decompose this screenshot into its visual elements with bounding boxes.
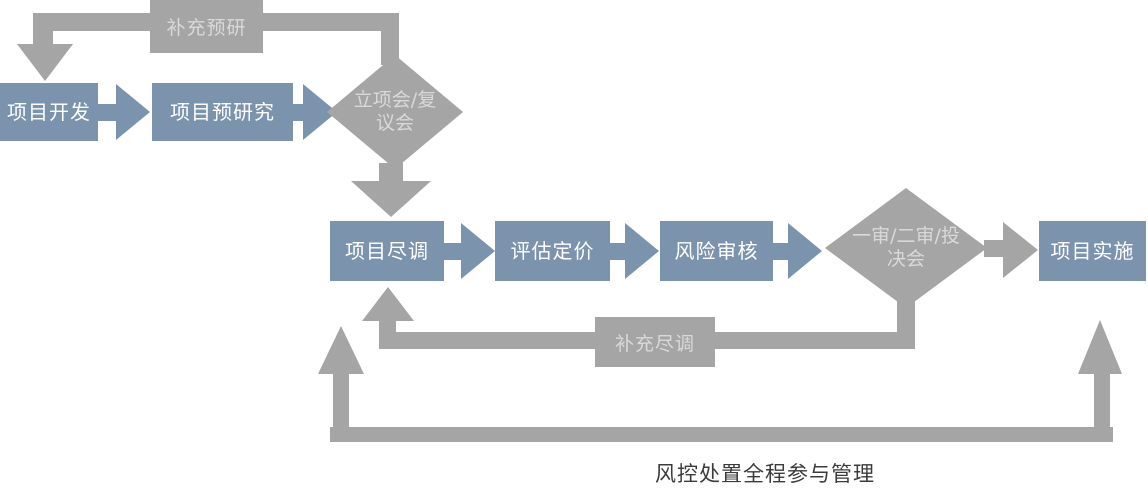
review-decision-meeting-node: 一审/二审/投 决会	[825, 188, 987, 308]
project-due-diligence-label: 项目尽调	[345, 239, 429, 263]
initiation-meeting-label-line2: 议会	[375, 112, 414, 134]
arrow-risk-to-decision-head-icon	[788, 223, 822, 279]
initiation-meeting-decision-node: 立项会/复 议会	[327, 55, 463, 169]
top-loop-arrowhead-down-icon	[17, 44, 73, 81]
top-loop-right-stem	[381, 13, 399, 65]
riskcontrol-loop-right-arrowhead-up-icon	[1078, 320, 1122, 374]
suppdd-loop-uparrow-stem	[379, 318, 396, 349]
riskcontrol-loop-left-arrowhead-up-icon	[318, 326, 364, 374]
supplementary-due-diligence-node: 补充尽调	[595, 317, 715, 367]
project-development-node: 项目开发	[0, 83, 98, 141]
review-decision-meeting-label-line1: 一审/二审/投	[852, 225, 960, 248]
valuation-pricing-label: 评估定价	[510, 239, 595, 263]
arrow-meeting-to-duediligence-head-icon	[351, 181, 431, 217]
arrow-dev-to-preresearch-head-icon	[116, 84, 150, 140]
supplementary-pre-research-node: 补充预研	[150, 0, 263, 53]
project-pre-research-label: 项目预研究	[170, 100, 275, 124]
risk-review-label: 风险审核	[674, 239, 759, 263]
arrow-decision-to-implementation-head-icon	[1003, 222, 1038, 278]
initiation-meeting-label-line1: 立项会/复	[353, 89, 437, 112]
riskcontrol-loop-right-stem	[1094, 372, 1110, 427]
project-development-label: 项目开发	[7, 100, 91, 124]
top-loop-left-stem	[33, 13, 53, 47]
project-implementation-node: 项目实施	[1039, 221, 1146, 281]
riskcontrol-caption: 风控处置全程参与管理	[655, 462, 875, 486]
arrow-risk-to-decision-stem	[771, 243, 793, 260]
project-pre-research-node: 项目预研究	[152, 83, 293, 141]
project-implementation-label: 项目实施	[1050, 239, 1135, 263]
arrow-dev-to-preresearch-stem	[96, 104, 122, 121]
riskcontrol-loop-horizontal-connector	[330, 427, 1113, 442]
arrow-duediligence-to-valuation-stem	[442, 243, 466, 260]
supplementary-pre-research-label: 补充预研	[166, 17, 247, 39]
arrow-decision-to-implementation-stem	[984, 240, 1008, 257]
riskcontrol-loop-left-stem	[333, 372, 349, 427]
arrow-duediligence-to-valuation-head-icon	[461, 223, 495, 279]
project-due-diligence-node: 项目尽调	[330, 221, 444, 281]
suppdd-loop-arrowhead-up-icon	[362, 287, 414, 321]
arrow-valuation-to-risk-stem	[608, 243, 630, 260]
arrow-meeting-to-duediligence-stem	[379, 163, 403, 183]
arrow-valuation-to-risk-head-icon	[625, 223, 659, 279]
supplementary-due-diligence-label: 补充尽调	[614, 332, 695, 355]
risk-review-node: 风险审核	[660, 221, 773, 281]
valuation-pricing-node: 评估定价	[495, 221, 610, 281]
review-decision-meeting-label-line2: 决会	[886, 248, 925, 270]
